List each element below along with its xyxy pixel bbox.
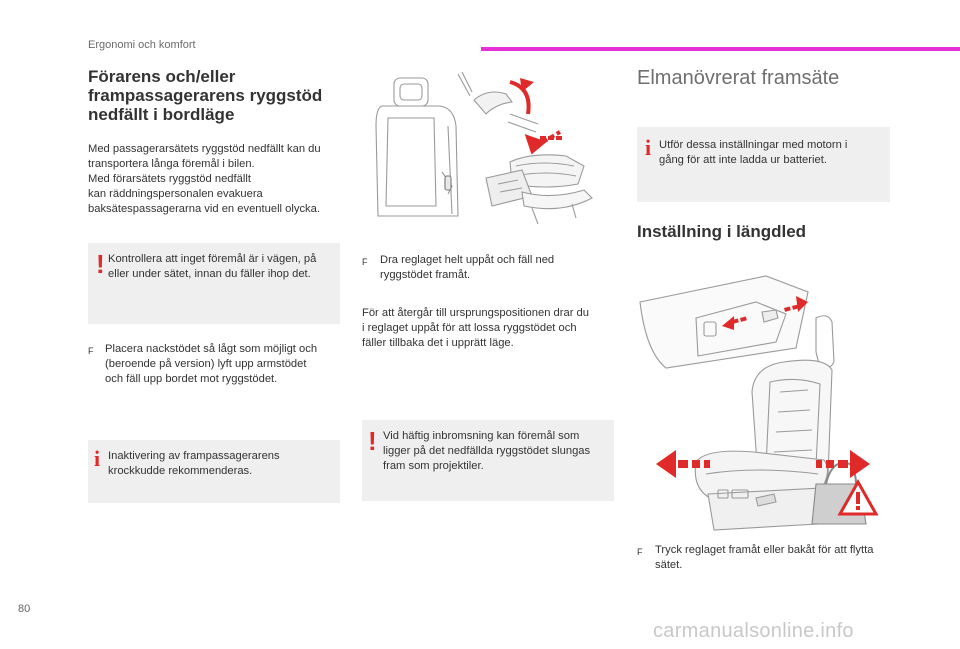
text-line: kan räddningspersonalen evakuera <box>88 188 263 200</box>
info-icon: i <box>645 135 652 160</box>
section-title: Förarens och/eller frampassagerarens ryg… <box>88 67 323 124</box>
text-line: fram som projektiler. <box>383 460 484 472</box>
section-title: Elmanövrerat framsäte <box>637 67 840 89</box>
text-line: sätet. <box>655 559 683 571</box>
bullet-icon: F <box>362 257 368 267</box>
text-line: Vid häftig inbromsning kan föremål som <box>383 430 580 442</box>
text-line: i reglaget uppåt för att lossa ryggstöde… <box>362 322 577 334</box>
section-header: Ergonomi och komfort <box>88 39 196 51</box>
bullet-item: F Placera nackstödet så lågt som möjligt… <box>88 342 348 387</box>
text-line: Placera nackstödet så lågt som möjligt o… <box>105 343 318 355</box>
text-line: baksätespassagerarna vid en eventuell ol… <box>88 203 320 215</box>
text-line: fäller tillbaka det i upprätt läge. <box>362 337 514 349</box>
seat-fold-illustration <box>375 71 593 225</box>
text-line: Kontrollera att inget föremål är i vägen… <box>108 253 317 265</box>
bullet-item: F Dra reglaget helt uppåt och fäll ned r… <box>362 253 612 283</box>
electric-seat-illustration <box>639 275 879 531</box>
intro-paragraph: Med passagerarsätets ryggstöd nedfällt k… <box>88 142 348 217</box>
warning-icon: ! <box>368 426 377 456</box>
subsection-title: Inställning i längdled <box>637 222 807 241</box>
text-line: Tryck reglaget framåt eller bakåt för at… <box>655 544 874 556</box>
text-line: Med förarsätets ryggstöd nedfällt <box>88 173 251 185</box>
text-line: Dra reglaget helt uppåt och fäll ned <box>380 254 555 266</box>
info-box: i Inaktivering av frampassagerarens kroc… <box>88 440 340 503</box>
page-number: 80 <box>18 603 31 615</box>
text-line: Utför dessa inställningar med motorn i <box>659 139 848 151</box>
text-line: För att återgår till ursprungspositionen… <box>362 307 589 319</box>
text-line: Med passagerarsätets ryggstöd nedfällt k… <box>88 143 321 155</box>
info-icon: i <box>94 446 101 471</box>
section-accent-bar <box>481 47 960 51</box>
text-line: och fäll upp bordet mot ryggstödet. <box>105 373 278 385</box>
text-line: (beroende på version) lyft upp armstödet <box>105 358 307 370</box>
text-line: Inaktivering av frampassagerarens <box>108 450 280 462</box>
text-line: gång för att inte ladda ur batteriet. <box>659 154 827 166</box>
bullet-icon: F <box>88 346 94 356</box>
text-line: krockkudde rekommenderas. <box>108 465 253 477</box>
text-line: ligger på det nedfällda ryggstödet slung… <box>383 445 591 457</box>
info-box: i Utför dessa inställningar med motorn i… <box>637 127 890 202</box>
warning-box: ! Vid häftig inbromsning kan föremål som… <box>362 420 614 501</box>
bullet-item: F Tryck reglaget framåt eller bakåt för … <box>637 543 897 573</box>
text-line: transportera långa föremål i bilen. <box>88 158 255 170</box>
watermark: carmanualsonline.info <box>653 620 854 642</box>
paragraph: För att återgår till ursprungspositionen… <box>362 306 617 351</box>
warning-icon: ! <box>96 249 105 279</box>
text-line: eller under sätet, innan du fäller ihop … <box>108 268 311 280</box>
warning-box: ! Kontrollera att inget föremål är i väg… <box>88 243 340 324</box>
text-line: ryggstödet framåt. <box>380 269 471 281</box>
bullet-icon: F <box>637 547 643 557</box>
